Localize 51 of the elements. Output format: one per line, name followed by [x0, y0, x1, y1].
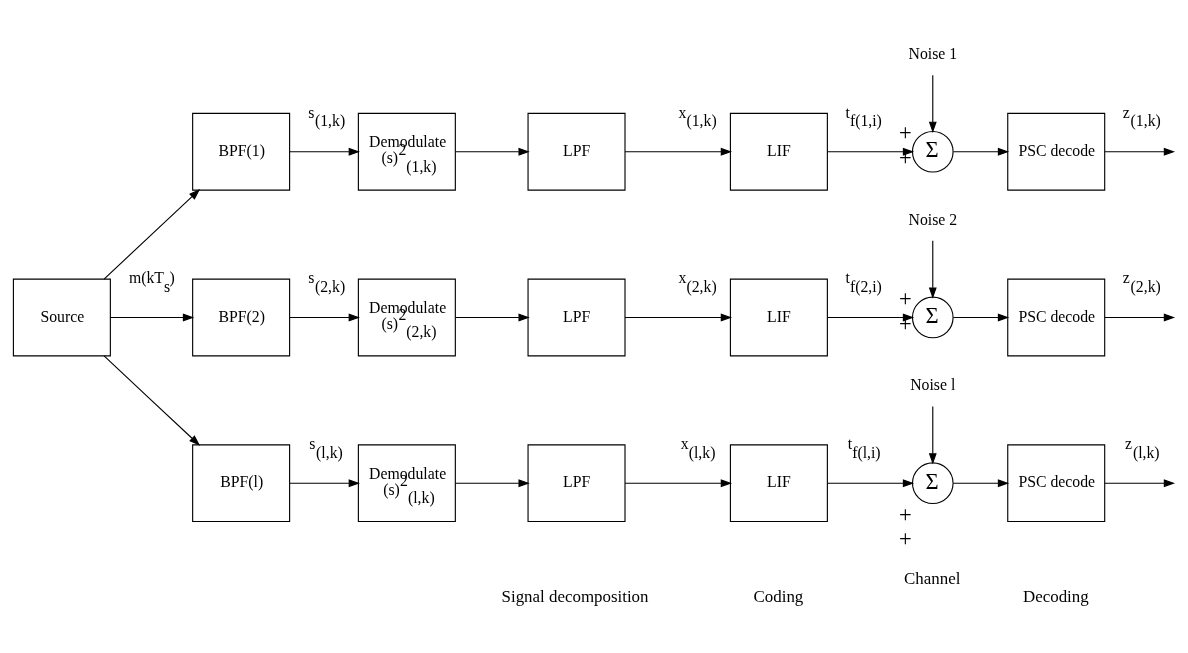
arrow [827, 313, 915, 322]
node-circle: Σ [911, 296, 954, 339]
arrow [624, 479, 733, 488]
node-text: Noise 1 [908, 44, 958, 62]
arrow [109, 313, 195, 322]
node-box: LPF [527, 278, 626, 357]
node-circle: Σ [911, 130, 954, 173]
node-box: PSC decode [1007, 278, 1106, 357]
node-label: + [898, 501, 912, 527]
arrow [624, 147, 733, 156]
node-box: LPF [527, 112, 626, 191]
arrow [952, 313, 1010, 322]
node-box: LIF [729, 278, 828, 357]
node-box: PSC decode [1007, 112, 1106, 191]
node-box: BPF(l) [192, 444, 291, 523]
arrow [454, 147, 530, 156]
node-label: + [898, 526, 912, 552]
node-label: + [898, 120, 912, 146]
node-box: LIF [729, 112, 828, 191]
node-box: Source [12, 278, 111, 357]
label: Coding [753, 587, 804, 607]
node-box: PSC decode [1007, 444, 1106, 523]
arrow [454, 479, 530, 488]
arrow [827, 147, 915, 156]
arrow [103, 189, 201, 280]
node-text: Noise 2 [908, 210, 958, 228]
node-circle: Σ [911, 462, 954, 505]
arrow [103, 355, 201, 446]
arrow [1104, 479, 1176, 488]
node-box: BPF(2) [192, 278, 291, 357]
node-box: LIF [729, 444, 828, 523]
node-label: + [898, 286, 912, 312]
arrow [289, 479, 360, 488]
arrow [624, 313, 733, 322]
arrow [454, 313, 530, 322]
node-box: LPF [527, 444, 626, 523]
arrow [1104, 147, 1176, 156]
label: Signal decomposition [501, 587, 649, 607]
node-box: BPF(1) [192, 112, 291, 191]
arrow [928, 74, 937, 134]
label: Channel [904, 569, 961, 589]
arrow [827, 479, 915, 488]
arrow [928, 406, 937, 465]
arrow [1104, 313, 1176, 322]
arrow [928, 240, 937, 299]
node-text: Noise l [910, 376, 956, 394]
arrow [952, 147, 1010, 156]
arrow [289, 147, 360, 156]
arrow [289, 313, 360, 322]
label: Decoding [1022, 587, 1089, 607]
arrow [952, 479, 1010, 488]
